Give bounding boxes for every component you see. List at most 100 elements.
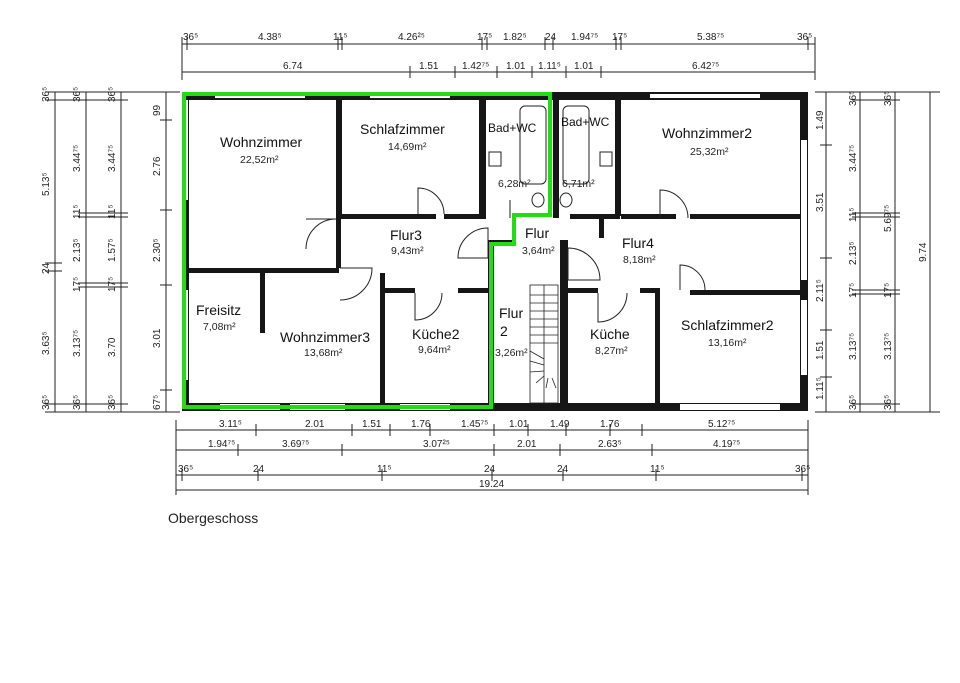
room-name: Flur3 xyxy=(390,227,422,243)
dimension-lines-bottom xyxy=(175,420,809,495)
room-name: Schlafzimmer xyxy=(360,121,445,137)
dim-label: 11⁵ xyxy=(848,207,859,222)
dimension-lines-left xyxy=(45,91,180,413)
door-wohnzimmer3 xyxy=(339,267,373,301)
dim-label: 1.51 xyxy=(362,419,382,430)
dim-label: 36⁵ xyxy=(848,91,859,106)
dim-label: 24 xyxy=(557,464,569,475)
dim-label: 5.12⁷⁵ xyxy=(708,419,735,430)
dim-label: 3.70 xyxy=(107,337,118,357)
highlight-outline xyxy=(182,92,552,409)
dim-label: 24 xyxy=(484,464,496,475)
dim-label: 11⁵ xyxy=(72,204,83,219)
dim-label: 1.82⁵ xyxy=(503,32,527,43)
dim-label: 11⁵ xyxy=(333,32,348,43)
door-schlafzimmer2 xyxy=(679,264,706,291)
dim-label: 36⁵ xyxy=(72,87,83,102)
dim-label: 17⁵ xyxy=(883,283,894,298)
dim-label: 36⁵ xyxy=(797,32,812,43)
dim-label: 1.94⁷⁵ xyxy=(571,32,598,43)
dim-label: 3.44⁷⁵ xyxy=(848,145,859,172)
sink-icon xyxy=(488,151,502,167)
doors xyxy=(305,187,706,323)
room-area: 13,16m² xyxy=(708,337,747,349)
floor-caption: Obergeschoss xyxy=(168,510,259,526)
dim-label: 1.01 xyxy=(506,61,526,72)
dim-label: 3.44⁷⁵ xyxy=(107,145,118,172)
dim-label: 3.01 xyxy=(152,328,163,348)
dimension-labels-right: 1.49 3.51 2.11⁵ 1.51 1.11⁵ 36⁵ 3.44⁷⁵ 11… xyxy=(815,91,929,410)
dim-label: 36⁵ xyxy=(795,464,810,475)
dim-label: 24 xyxy=(41,262,52,274)
room-area: 25,32m² xyxy=(690,146,729,158)
door-kueche2 xyxy=(414,292,443,321)
room-name-line2: 2 xyxy=(500,323,508,339)
sanitary-fixtures xyxy=(488,105,613,208)
dim-label: 5.69⁷⁵ xyxy=(883,205,894,232)
dim-label: 6.42⁷⁵ xyxy=(692,61,719,72)
dim-total-label: 19.24 xyxy=(479,479,504,490)
dim-label: 17⁵ xyxy=(612,32,627,43)
dim-label: 3.13⁷⁵ xyxy=(848,333,859,360)
dim-label: 9.74 xyxy=(918,242,929,262)
dim-label: 2.13⁵ xyxy=(72,238,83,262)
dim-label: 36⁵ xyxy=(178,464,193,475)
dim-label: 2.01 xyxy=(305,419,325,430)
dim-label: 17⁵ xyxy=(848,283,859,298)
staircase xyxy=(529,284,559,404)
dim-label: 1.01 xyxy=(574,61,594,72)
room-area: 9,64m² xyxy=(418,344,451,356)
room-area: 7,08m² xyxy=(203,321,236,333)
dim-label: 36⁵ xyxy=(41,87,52,102)
room-area: 8,27m² xyxy=(595,345,628,357)
dimension-lines-right xyxy=(815,91,940,413)
bathtub-icon xyxy=(562,105,590,185)
dim-label: 36⁵ xyxy=(848,395,859,410)
door-kueche xyxy=(597,292,628,323)
dim-label: 5.13⁵ xyxy=(41,172,52,196)
door-wohnzimmer xyxy=(305,218,337,250)
dimension-lines-top xyxy=(181,37,816,80)
dim-label: 67⁵ xyxy=(152,395,163,410)
toilet-icon xyxy=(559,192,573,208)
dim-label: 3.69⁷⁵ xyxy=(282,439,309,450)
room-area: 14,69m² xyxy=(388,141,427,153)
dim-label: 17⁵ xyxy=(72,277,83,292)
room-area: 6,28m² xyxy=(498,178,531,190)
room-name: Bad+WC xyxy=(488,121,537,135)
dim-label: 2.76 xyxy=(152,156,163,176)
dim-label: 2.11⁵ xyxy=(815,279,826,302)
room-name: Flur xyxy=(525,225,549,241)
sink-icon xyxy=(599,151,613,167)
dim-label: 1.42⁷⁵ xyxy=(462,61,489,72)
dim-label: 1.51 xyxy=(815,340,826,360)
dim-label: 17⁵ xyxy=(477,32,492,43)
dimension-labels-bottom: 3.11⁵ 2.01 1.51 1.76 1.45⁷⁵ 1.01 1.49 1.… xyxy=(178,419,810,490)
room-name: Schlafzimmer2 xyxy=(681,317,774,333)
dim-label: 4.38⁵ xyxy=(258,32,282,43)
toilet-icon xyxy=(531,192,545,208)
dim-label: 99 xyxy=(152,104,163,116)
dim-label: 1.49 xyxy=(550,419,570,430)
dim-label: 36⁵ xyxy=(107,87,118,102)
room-name: Küche xyxy=(590,326,630,342)
dim-label: 36⁵ xyxy=(72,395,83,410)
room-area: 22,52m² xyxy=(240,154,279,166)
dim-label: 36⁵ xyxy=(883,395,894,410)
dim-label: 3.63⁵ xyxy=(41,331,52,355)
room-name: Wohnzimmer3 xyxy=(280,329,370,345)
dim-label: 11⁵ xyxy=(107,204,118,219)
dimension-labels-left: 36⁵ 5.13⁵ 24 3.63⁵ 36⁵ 36⁵ 3.44⁷⁵ 11⁵ 2.… xyxy=(41,87,163,410)
door-schlafzimmer xyxy=(417,187,445,215)
dim-label: 1.49 xyxy=(815,110,826,130)
dim-label: 2.13⁵ xyxy=(848,241,859,265)
dim-label: 2.63⁵ xyxy=(598,439,622,450)
dim-label: 24 xyxy=(545,32,557,43)
room-name: Wohnzimmer2 xyxy=(662,125,752,141)
door-wohnzimmer2 xyxy=(659,189,689,219)
dim-label: 1.51 xyxy=(419,61,439,72)
dim-label: 11⁵ xyxy=(377,464,392,475)
dim-label: 1.01 xyxy=(509,419,529,430)
dim-label: 24 xyxy=(253,464,265,475)
